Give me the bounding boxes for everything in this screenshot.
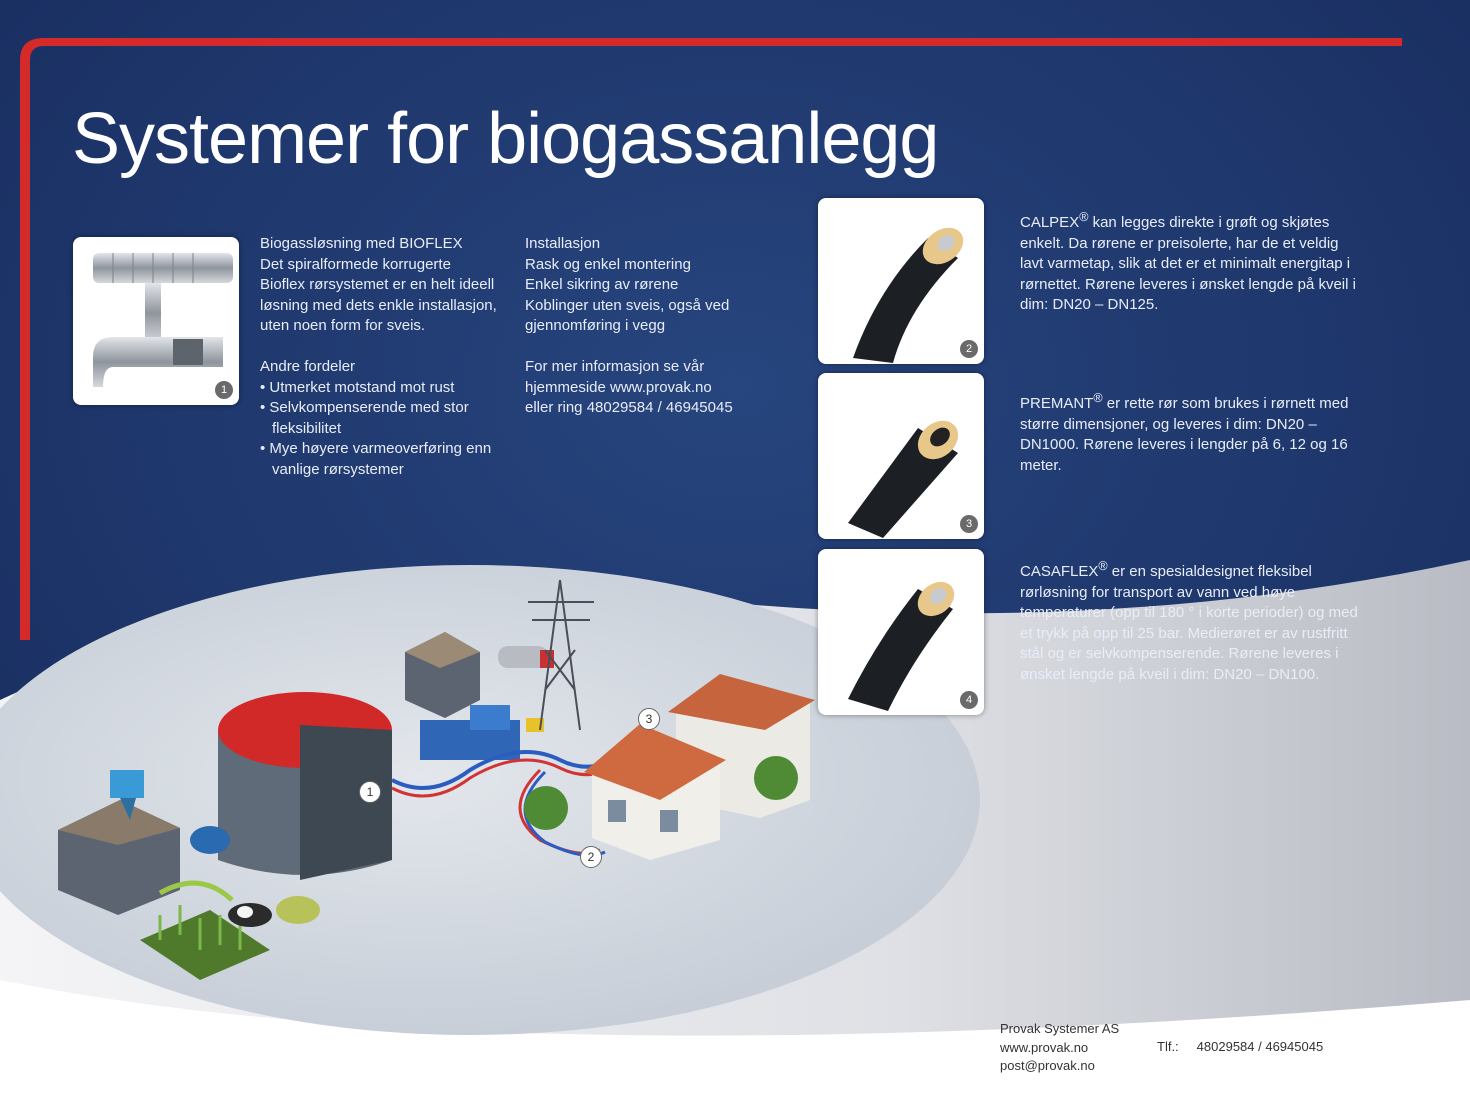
casaflex-pipe-icon: [848, 581, 955, 711]
installation-section: Installasjon Rask og enkel montering Enk…: [525, 234, 740, 419]
advantage-item: Selvkompenserende med stor fleksibilitet: [260, 398, 500, 439]
installation-line: Rask og enkel montering: [525, 255, 691, 273]
installation-title: Installasjon: [525, 235, 601, 252]
calpex-pipe-icon: [853, 227, 964, 363]
bioflex-text: Det spiralformede korrugerte Bioflex rør…: [260, 255, 497, 335]
tel-label: Tlf.:: [1157, 1039, 1179, 1054]
premant-pipe-icon: [848, 420, 959, 538]
casaflex-image: 4: [818, 549, 984, 715]
page-title: Systemer for biogassanlegg: [72, 99, 939, 179]
product-name: CALPEX: [1020, 214, 1080, 231]
product-mark: ®: [1098, 559, 1108, 573]
footer-email: post@provak.no: [1000, 1058, 1095, 1073]
biogas-plant-illustration: [58, 579, 815, 980]
tel-number: 48029584 / 46945045: [1196, 1039, 1324, 1054]
image-number-badge: 1: [215, 381, 233, 399]
image-number-badge: 4: [960, 691, 978, 709]
product-name: CASAFLEX: [1020, 563, 1099, 580]
product-casaflex: CASAFLEX® er en spesialdesignet fleksibe…: [1020, 556, 1360, 686]
diagram-marker: 1: [359, 781, 381, 803]
footer-contact: Provak Systemer AS www.provak.no post@pr…: [1000, 1020, 1119, 1076]
product-text: kan legges direkte i grøft og skjøtes en…: [1020, 214, 1356, 314]
more-info-text: For mer informasjon se vår hjemmeside ww…: [525, 357, 733, 417]
advantages-title: Andre fordeler: [260, 357, 356, 375]
footer-website: www.provak.no: [1000, 1039, 1089, 1055]
installation-line: Enkel sikring av rørene: [525, 276, 679, 294]
installation-line: Koblinger uten sveis, også ved gjennomfø…: [525, 296, 730, 335]
bioflex-image: 1: [73, 237, 239, 405]
product-text: er en spesialdesignet fleksibel rørløsni…: [1020, 563, 1358, 683]
image-number-badge: 2: [960, 340, 978, 358]
footer-company: Provak Systemer AS: [1000, 1021, 1120, 1036]
diagram-marker: 3: [638, 708, 660, 730]
advantage-item: Mye høyere varmeoverføring enn vanlige r…: [260, 439, 500, 480]
product-calpex: CALPEX® kan legges direkte i grøft og sk…: [1020, 207, 1360, 316]
diagram-marker: 2: [580, 846, 602, 868]
product-mark: ®: [1079, 210, 1089, 224]
calpex-image: 2: [818, 198, 984, 364]
product-mark: ®: [1093, 391, 1103, 405]
advantage-item: Utmerket motstand mot rust: [260, 378, 500, 399]
product-premant: PREMANT® er rette rør som brukes i rørne…: [1020, 388, 1360, 476]
advantages-list: Utmerket motstand mot rust Selvkompenser…: [260, 378, 500, 481]
image-number-badge: 3: [960, 515, 978, 533]
premant-image: 3: [818, 373, 984, 539]
product-name: PREMANT: [1020, 395, 1094, 412]
bioflex-pipe-icon: [93, 253, 233, 387]
footer-phone: Tlf.: 48029584 / 46945045: [1157, 1039, 1323, 1054]
bioflex-intro: Biogassløsning med BIOFLEX: [260, 235, 463, 252]
bioflex-description: Biogassløsning med BIOFLEX Det spiralfor…: [260, 234, 500, 481]
product-text: er rette rør som brukes i rørnett med st…: [1020, 395, 1349, 474]
